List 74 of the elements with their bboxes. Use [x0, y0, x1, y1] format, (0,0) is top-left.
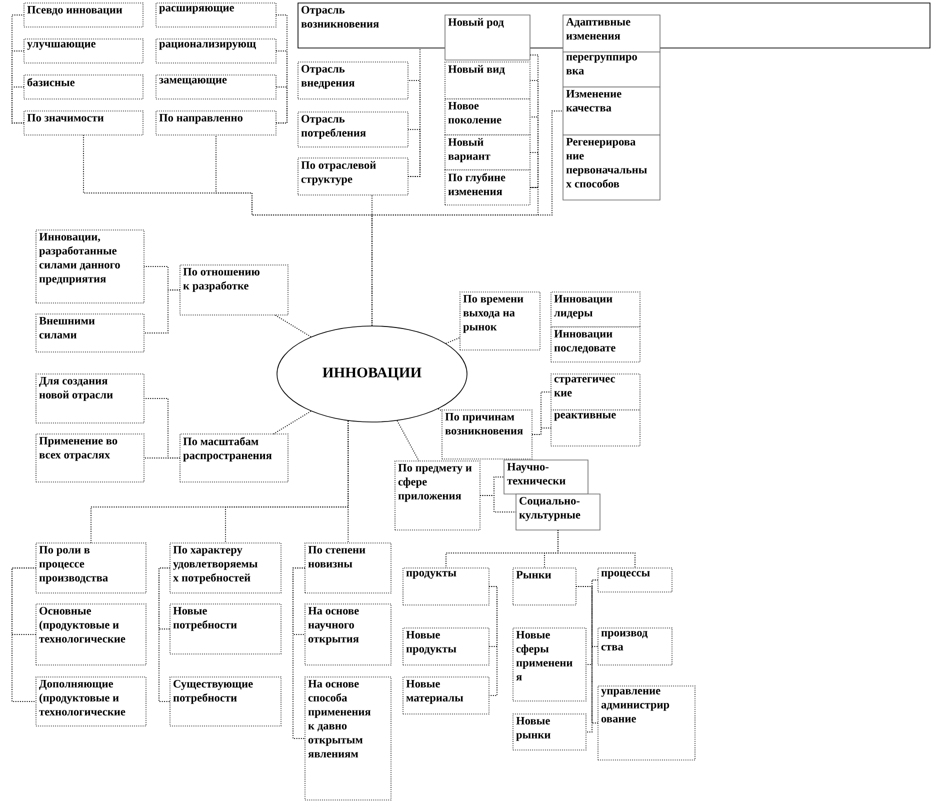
type-box: реактивные — [550, 410, 640, 446]
type-box: Инновации последовате — [550, 326, 640, 362]
type-box: базисные — [24, 74, 144, 100]
type-box: Новый вариант — [444, 134, 530, 170]
type-box: расширяющие — [156, 2, 276, 28]
type-box: Отрасль потребления — [298, 112, 408, 148]
connector-line — [576, 586, 592, 732]
type-box: Внешними силами — [36, 314, 144, 352]
connector-line — [144, 290, 180, 334]
type-box: Научно-технически — [504, 460, 588, 494]
type-box: Существующие потребности — [170, 676, 282, 726]
type-box: управление администрир ование — [598, 686, 696, 760]
connector-line — [12, 568, 36, 702]
type-box: стратегичес кие — [550, 374, 640, 410]
category-box: По отношению к разработке — [180, 264, 288, 316]
type-box: Инновации лидеры — [550, 292, 640, 328]
type-box: Отрасль внедрения — [298, 62, 408, 100]
type-box: продукты — [402, 568, 490, 606]
connector-line — [445, 337, 460, 344]
type-box: На основе научного открытия — [304, 604, 392, 666]
type-box: Основные (продуктовые и технологические — [36, 604, 146, 666]
type-box: Новое поколение — [444, 98, 530, 136]
connector-line — [372, 110, 564, 326]
connector-line — [558, 530, 636, 568]
type-box: Инновации, разработанные силами данного предприятия — [36, 230, 144, 304]
connector-line — [396, 420, 420, 462]
connector-line — [438, 408, 442, 412]
type-box: Изменение качества — [562, 86, 660, 136]
type-box: Новые рынки — [512, 714, 586, 750]
type-box: Новый вид — [444, 62, 530, 100]
type-box: Псевдо инновации — [24, 2, 144, 28]
type-box: Рынки — [512, 568, 576, 606]
type-box: На основе способа применения к давно открытым явлениям — [304, 676, 392, 800]
type-box: Применение во всех отраслях — [36, 434, 144, 482]
type-box: Социально-культурные — [516, 494, 600, 530]
type-box: Новый род — [444, 14, 530, 60]
connector-line — [532, 428, 552, 435]
category-box: По причинам возникновения — [442, 410, 532, 460]
category-box: По характеру удовлетворяемы х потребностей — [170, 542, 282, 594]
connector-line — [592, 580, 598, 724]
category-box: По времени выхода на рынок — [460, 292, 540, 350]
type-box: перегруппиро вка — [562, 52, 660, 88]
type-box: Новые продукты — [402, 628, 490, 666]
category-box: По степени новизны — [304, 542, 392, 594]
category-box: По значимости — [24, 110, 144, 136]
type-box: производ ства — [598, 628, 672, 666]
connector-line — [480, 495, 516, 512]
category-box: По предмету и сфере приложения — [394, 460, 480, 530]
category-box: По глубине изменения — [444, 170, 530, 206]
type-box: Новые потребности — [170, 604, 282, 654]
connector-line — [488, 586, 498, 696]
connector-line — [276, 86, 288, 124]
type-box: замещающие — [156, 74, 276, 100]
category-box: По отраслевой структуре — [298, 158, 408, 196]
type-box: Регенерирова ние первоначальны х способов — [562, 134, 660, 200]
connector-line — [292, 568, 306, 739]
type-box: Адаптивные изменения — [562, 14, 660, 52]
connector-line — [158, 568, 170, 702]
type-box: Для создания новой отрасли — [36, 374, 144, 424]
category-box: По масштабам распространения — [180, 434, 288, 482]
type-box: Новые материалы — [402, 676, 490, 714]
connector-line — [272, 410, 312, 434]
connector-line — [530, 152, 538, 188]
category-box: По роли в процессе производства — [36, 542, 146, 594]
type-box: Новые сферы применени я — [512, 628, 586, 702]
type-box: улучшающие — [24, 38, 144, 64]
connector-line — [274, 314, 312, 338]
type-box: процессы — [598, 568, 672, 592]
category-box: По направленно — [156, 110, 276, 136]
connector-line — [348, 420, 349, 544]
type-box: рационализирующ — [156, 38, 276, 64]
connector-line — [12, 86, 24, 124]
connector-line — [408, 129, 420, 177]
type-box: Дополняющие (продуктовые и технологические — [36, 676, 146, 726]
